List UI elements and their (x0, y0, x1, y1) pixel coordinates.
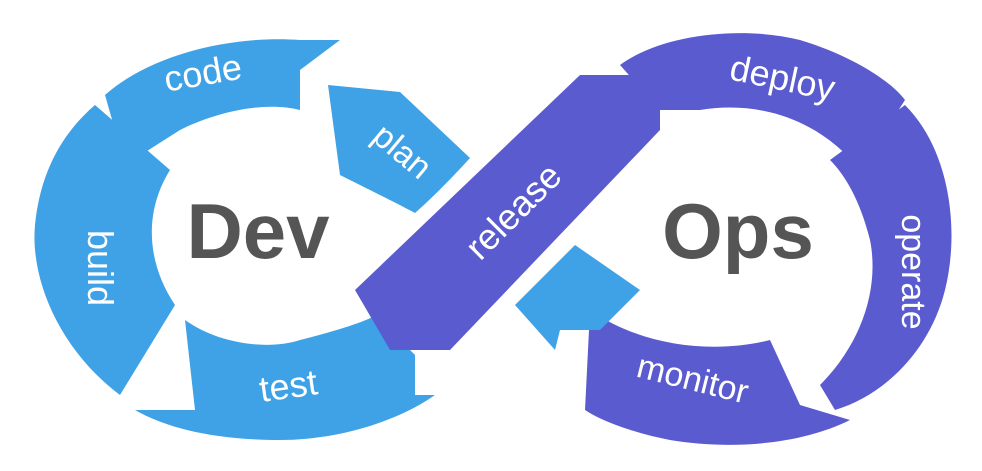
label-build: build (80, 230, 121, 306)
return-arrow (515, 245, 640, 350)
segment-deploy (620, 33, 905, 170)
segment-monitor (585, 310, 850, 445)
segment-release (355, 75, 660, 350)
segment-build (34, 105, 175, 395)
label-operate: operate (894, 214, 932, 329)
segment-operate (820, 105, 952, 410)
dev-title: Dev (186, 187, 330, 275)
segment-test (135, 315, 435, 440)
ops-title: Ops (662, 187, 814, 275)
segment-plan (328, 85, 470, 213)
segment-code (105, 39, 340, 166)
ops-loop (355, 33, 952, 445)
label-test: test (257, 361, 320, 410)
dev-loop (34, 39, 470, 440)
